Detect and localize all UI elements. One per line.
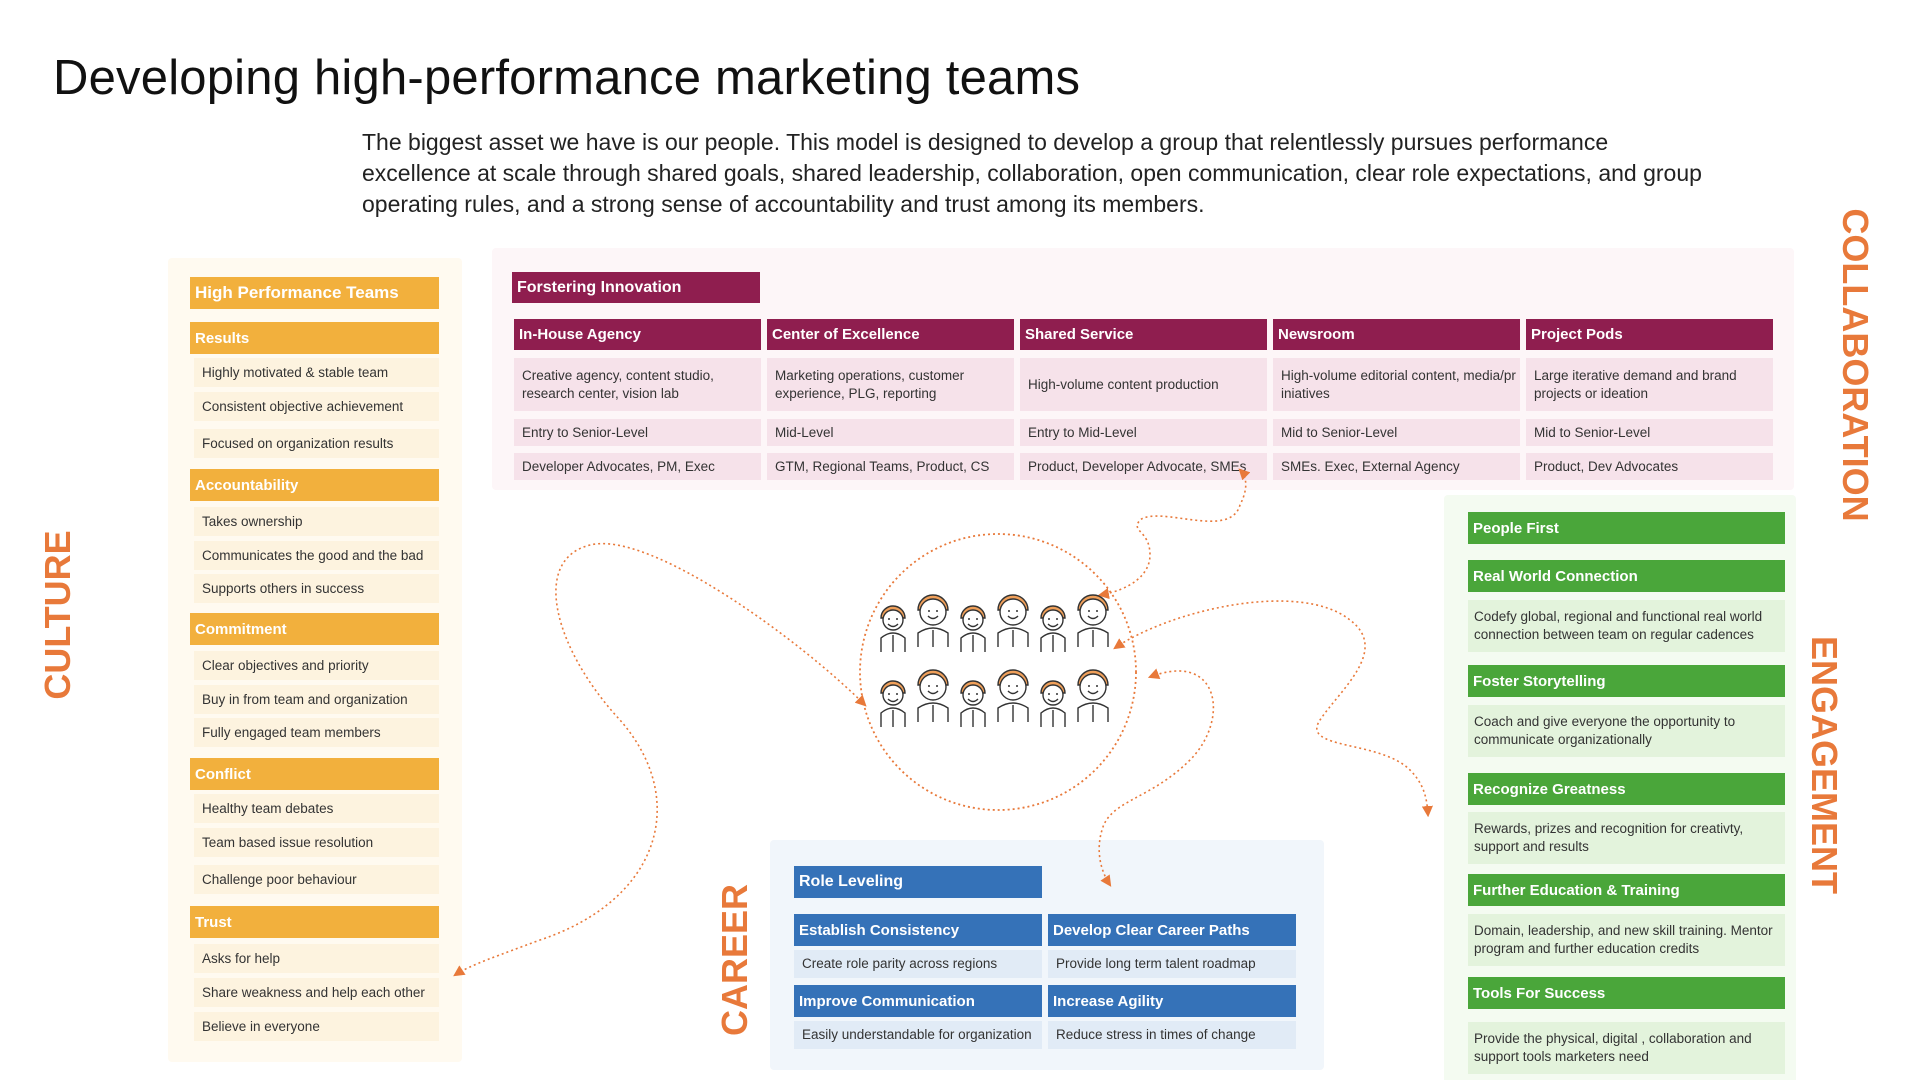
arrow-career (1098, 668, 1215, 887)
engagement-section-header: Real World Connection (1468, 560, 1785, 592)
collaboration-description: Large iterative demand and brand project… (1526, 358, 1773, 411)
collaboration-column-header: Shared Service (1020, 319, 1267, 350)
collaboration-description: Marketing operations, customer experienc… (767, 358, 1014, 411)
engagement-section-text: Provide the physical, digital , collabor… (1468, 1022, 1785, 1074)
team-people-icon (880, 594, 1109, 727)
engagement-section-header: Tools For Success (1468, 977, 1785, 1009)
culture-item: Communicates the good and the bad (194, 541, 439, 570)
engagement-section-header: Foster Storytelling (1468, 665, 1785, 697)
culture-item: Highly motivated & stable team (194, 358, 439, 387)
arrow-engagement (1113, 600, 1433, 818)
collaboration-level: Entry to Mid-Level (1020, 419, 1267, 446)
career-section-text: Easily understandable for organization (794, 1021, 1042, 1049)
collaboration-description: Creative agency, content studio, researc… (514, 358, 761, 411)
engagement-section-text: Coach and give everyone the opportunity … (1468, 705, 1785, 757)
intro-paragraph: The biggest asset we have is our people.… (362, 129, 1702, 217)
collaboration-level: Entry to Senior-Level (514, 419, 761, 446)
collaboration-partners: Developer Advocates, PM, Exec (514, 453, 761, 480)
career-section-header: Develop Clear Career Paths (1048, 914, 1296, 946)
career-section-text: Provide long term talent roadmap (1048, 950, 1296, 978)
culture-item: Takes ownership (194, 507, 439, 536)
collaboration-level: Mid to Senior-Level (1526, 419, 1773, 446)
career-section-header: Improve Communication (794, 985, 1042, 1017)
collaboration-column-header: In-House Agency (514, 319, 761, 350)
engagement-section-header: Further Education & Training (1468, 874, 1785, 906)
engagement-section-text: Domain, leadership, and new skill traini… (1468, 914, 1785, 966)
career-section-header: Increase Agility (1048, 985, 1296, 1017)
culture-item: Challenge poor behaviour (194, 865, 439, 894)
culture-item: Believe in everyone (194, 1012, 439, 1041)
engagement-section-header: Recognize Greatness (1468, 773, 1785, 805)
page-title: Developing high-performance marketing te… (53, 51, 1081, 105)
culture-title: High Performance Teams (190, 277, 439, 309)
collaboration-title: Forstering Innovation (512, 272, 760, 303)
culture-section-header: Accountability (190, 469, 439, 501)
collaboration-level: Mid to Senior-Level (1273, 419, 1520, 446)
career-section-text: Reduce stress in times of change (1048, 1021, 1296, 1049)
collaboration-description: High-volume content production (1020, 358, 1267, 411)
culture-section-header: Conflict (190, 758, 439, 790)
collaboration-column-header: Project Pods (1526, 319, 1773, 350)
culture-item: Supports others in success (194, 574, 439, 603)
culture-item: Fully engaged team members (194, 718, 439, 747)
collaboration-partners: Product, Dev Advocates (1526, 453, 1773, 480)
collaboration-description: High-volume editorial content, media/pr … (1273, 358, 1520, 411)
culture-section-header: Trust (190, 906, 439, 938)
culture-item: Share weakness and help each other (194, 978, 439, 1007)
engagement-section-text: Codefy global, regional and functional r… (1468, 600, 1785, 652)
collaboration-partners: SMEs. Exec, External Agency (1273, 453, 1520, 480)
culture-item: Focused on organization results (194, 429, 439, 458)
engagement-title: People First (1468, 512, 1785, 544)
culture-item: Healthy team debates (194, 794, 439, 823)
culture-section-header: Commitment (190, 613, 439, 645)
collaboration-column-header: Center of Excellence (767, 319, 1014, 350)
collaboration-partners: GTM, Regional Teams, Product, CS (767, 453, 1014, 480)
collaboration-column-header: Newsroom (1273, 319, 1520, 350)
culture-item: Clear objectives and priority (194, 651, 439, 680)
culture-item: Asks for help (194, 944, 439, 973)
arrow-collaboration (1097, 468, 1251, 600)
culture-item: Buy in from team and organization (194, 685, 439, 714)
arrow-culture (453, 542, 867, 977)
culture-item: Consistent objective achievement (194, 392, 439, 421)
collaboration-level: Mid-Level (767, 419, 1014, 446)
engagement-section-text: Rewards, prizes and recognition for crea… (1468, 812, 1785, 864)
culture-section-header: Results (190, 322, 439, 354)
culture-item: Team based issue resolution (194, 828, 439, 857)
